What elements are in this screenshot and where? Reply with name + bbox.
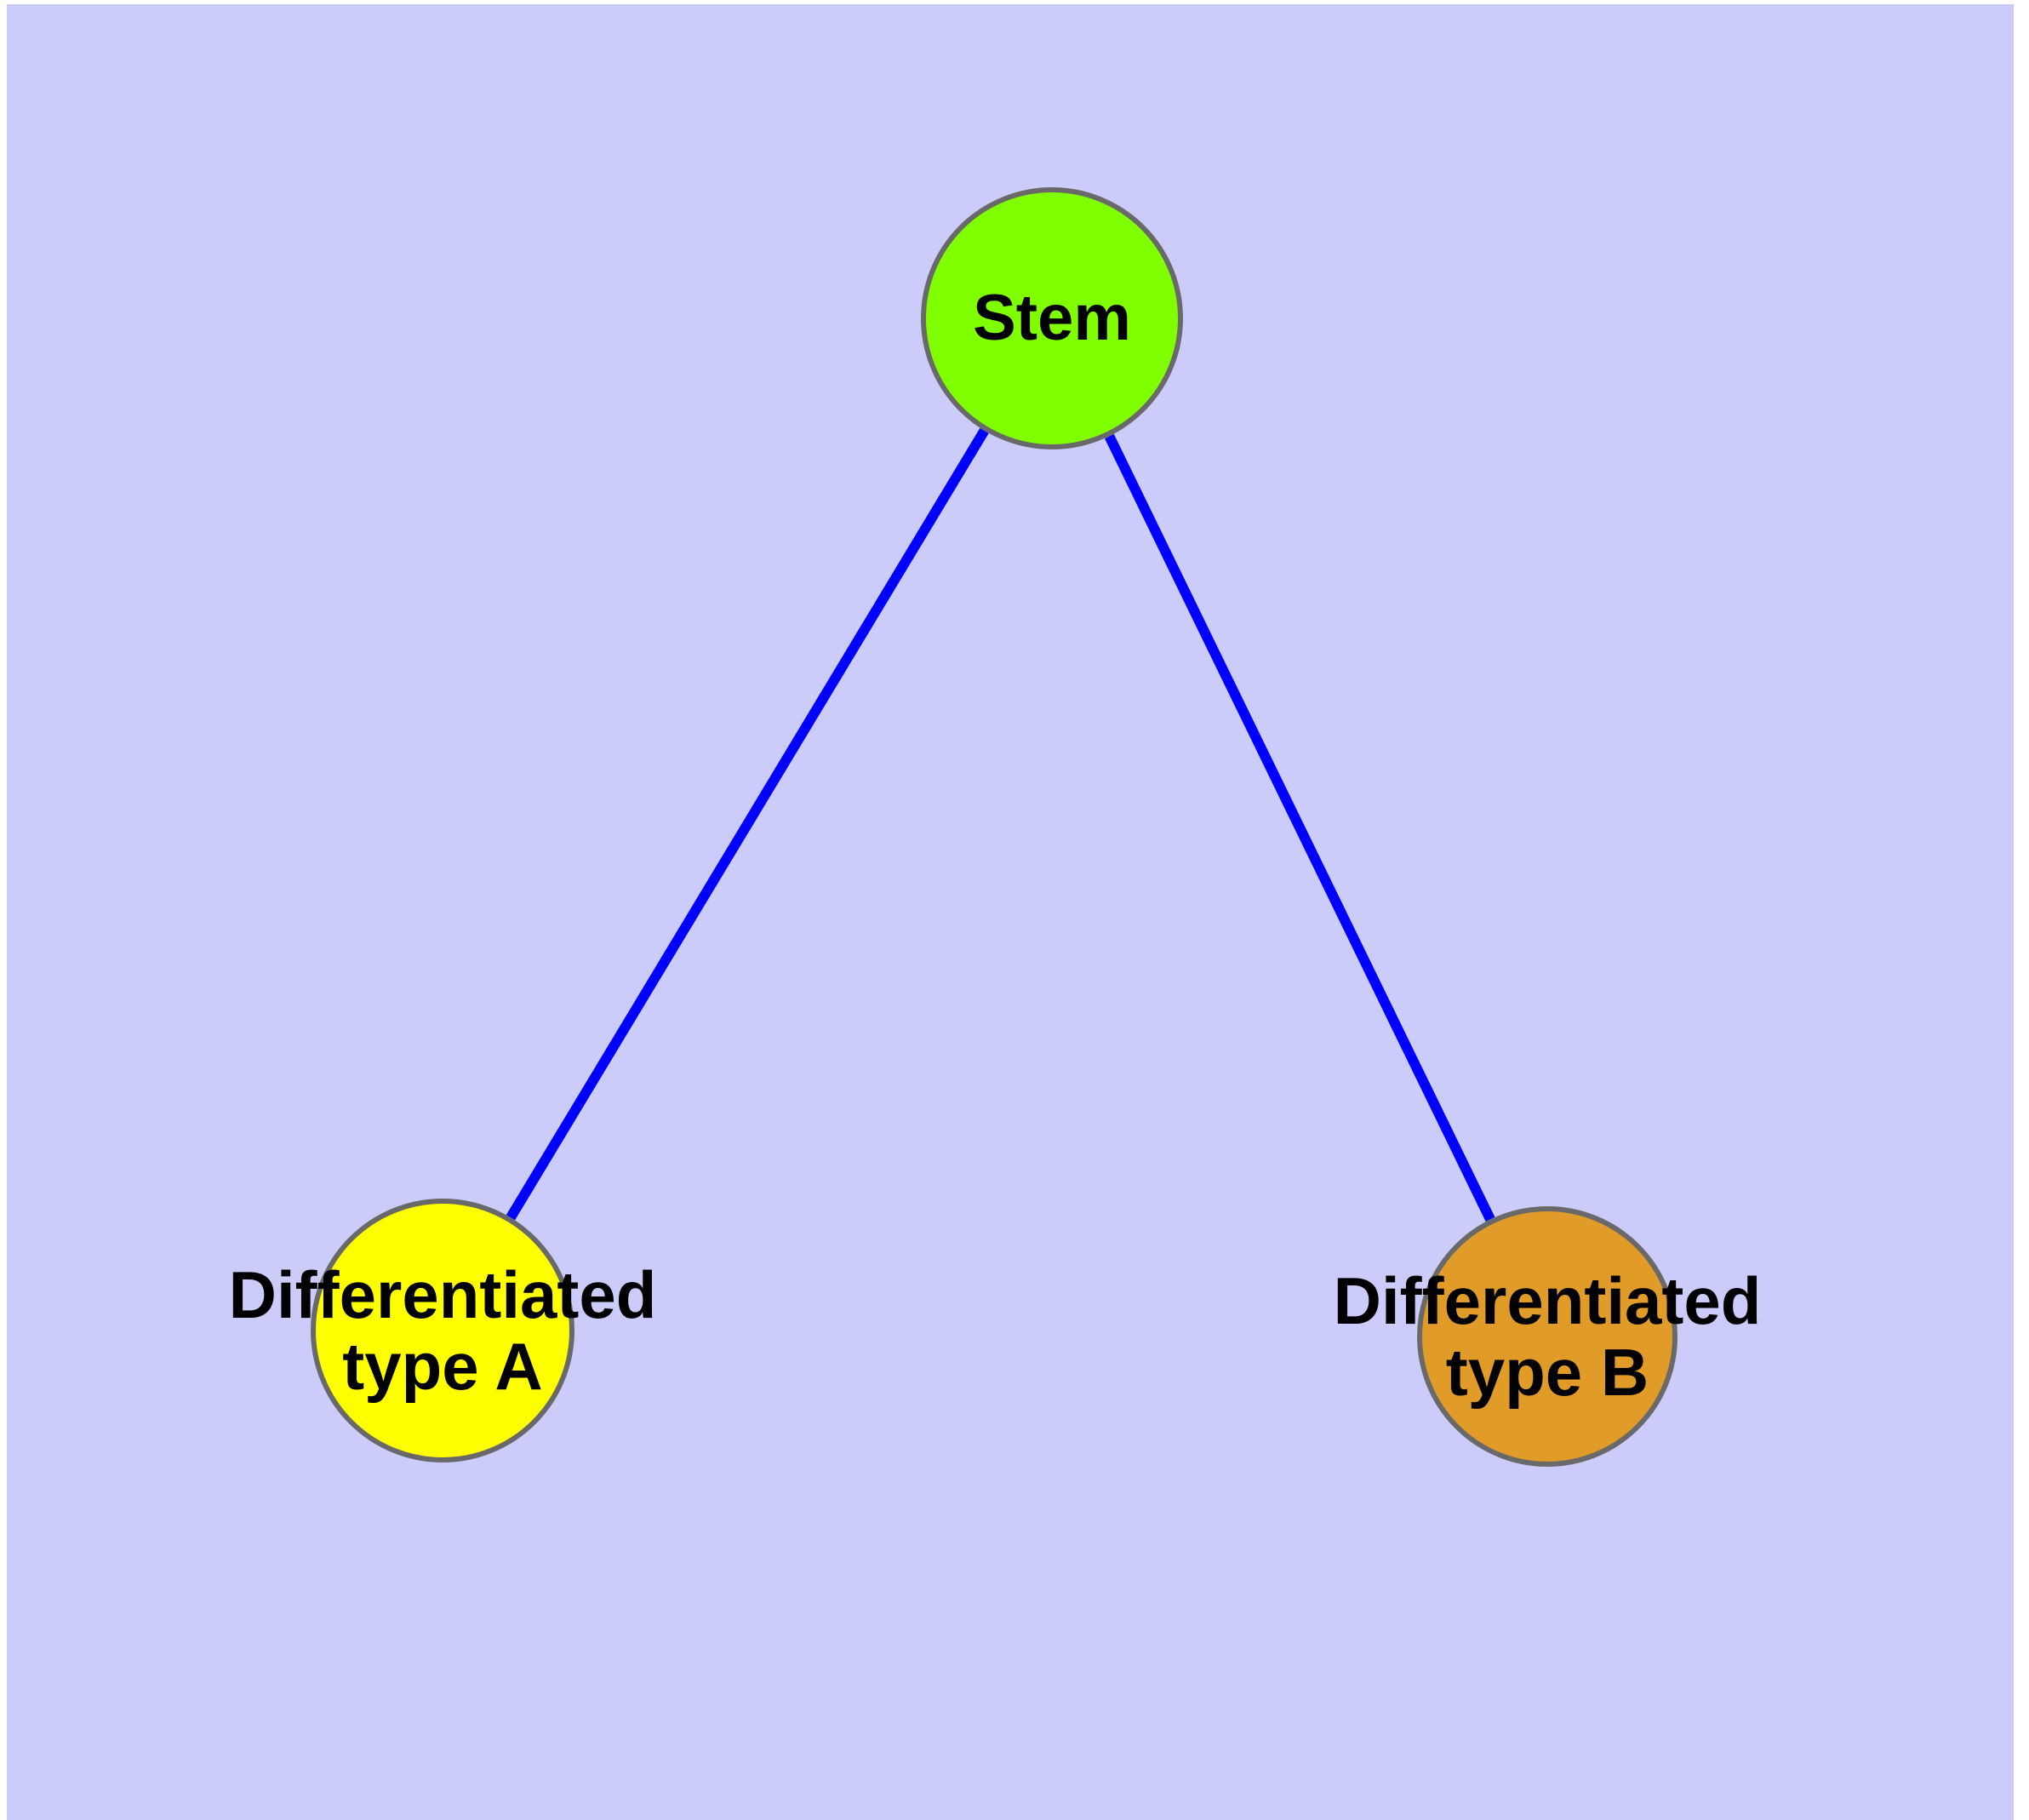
graph-edge-stem-to-diff_a[interactable] — [506, 427, 989, 1221]
graph-node-stem[interactable] — [921, 187, 1183, 449]
edge-layer — [506, 427, 1495, 1222]
node-layer — [311, 187, 1677, 1467]
graph-node-diff_b[interactable] — [1417, 1206, 1677, 1467]
graph-node-diff_a[interactable] — [311, 1199, 574, 1462]
graph-edge-stem-to-diff_b[interactable] — [1104, 433, 1495, 1222]
